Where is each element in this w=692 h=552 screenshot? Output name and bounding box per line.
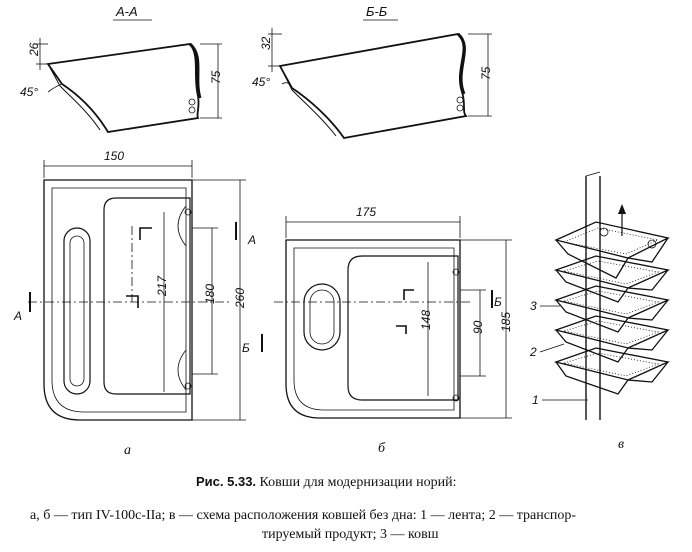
sublabel-b: б xyxy=(378,441,386,456)
cut-mark-a-left: А xyxy=(13,309,22,323)
section-bb-hatch xyxy=(456,32,466,95)
leader-line xyxy=(539,343,565,353)
angle-arc xyxy=(47,83,63,93)
view-a-rivet xyxy=(184,382,192,390)
view-v: 3 2 1 в xyxy=(529,171,671,452)
section-aa-bolt xyxy=(188,106,196,114)
caption-title-text: Ковши для модернизации норий: xyxy=(259,475,457,490)
view-a-slot xyxy=(63,227,91,395)
section-aa: А-А 26 75 45° xyxy=(20,4,223,133)
sublabel-v: в xyxy=(618,437,624,452)
view-a: 150 217 180 260 А А а xyxy=(13,149,256,458)
cut-mark-b-left: Б xyxy=(242,341,250,355)
cut-mark-a-right: А xyxy=(247,233,256,247)
dim-b-inner-h: 148 xyxy=(419,310,433,330)
section-aa-hatch xyxy=(188,42,202,99)
dim-bb-angle: 45° xyxy=(252,75,270,89)
bucket xyxy=(553,255,671,303)
section-aa-wall xyxy=(47,63,101,131)
corner-mark xyxy=(396,325,407,334)
view-b-slot-inner xyxy=(309,289,335,345)
caption-legend-line1: а, б — тип IV-100с-IIа; в — схема распол… xyxy=(30,508,577,523)
dim-a-height: 260 xyxy=(233,288,247,309)
cut-mark-b-right: Б xyxy=(494,295,502,309)
dim-bb-height: 75 xyxy=(479,66,493,80)
section-bb-bolt xyxy=(456,104,464,112)
view-b: 175 148 90 185 Б Б б xyxy=(242,205,513,456)
corner-mark xyxy=(403,289,414,300)
bucket xyxy=(553,347,671,395)
angle-arc xyxy=(281,82,293,89)
view-a-hole-top xyxy=(177,205,187,247)
corner-mark xyxy=(126,295,139,308)
view-a-rivet xyxy=(184,208,192,216)
caption-fig-number: Рис. 5.33. xyxy=(196,474,257,489)
callout-1: 1 xyxy=(532,393,539,407)
section-bb-wall xyxy=(279,65,337,137)
view-a-outer xyxy=(43,179,193,421)
dim-a-hole: 180 xyxy=(203,284,217,304)
dim-aa-top: 26 xyxy=(27,42,41,57)
dim-b-height: 185 xyxy=(499,312,513,332)
view-b-rivet xyxy=(452,268,460,276)
caption-title: Рис. 5.33. Ковши для модернизации норий: xyxy=(196,474,456,491)
dim-b-hole: 90 xyxy=(471,320,485,334)
sublabel-a: а xyxy=(124,443,131,458)
section-bb-profile xyxy=(278,33,468,139)
caption-legend-line2: тируемый продукт; 3 — ковш xyxy=(262,527,439,542)
dim-a-inner-h: 217 xyxy=(155,275,169,297)
view-a-opening xyxy=(103,197,191,395)
section-aa-profile xyxy=(46,43,200,133)
dim-bb-top: 32 xyxy=(259,36,273,50)
motion-arrow-head xyxy=(618,204,626,214)
dim-aa-angle: 45° xyxy=(20,85,38,99)
dim-a-width: 150 xyxy=(104,149,124,163)
view-b-outer xyxy=(285,239,461,419)
view-b-rivet xyxy=(452,394,460,402)
dim-aa-height: 75 xyxy=(209,70,223,84)
section-bb: Б-Б 32 75 45° xyxy=(252,4,493,139)
bucket xyxy=(553,285,671,333)
section-bb-label: Б-Б xyxy=(366,4,388,19)
section-aa-bolt xyxy=(188,98,196,106)
corner-mark xyxy=(139,227,152,240)
view-a-hole-bottom xyxy=(177,349,187,391)
callout-3: 3 xyxy=(530,299,537,313)
bucket-drawings: А-А 26 75 45° Б-Б 32 75 45° xyxy=(13,4,671,458)
view-a-inner-edge xyxy=(51,187,187,413)
belt-top xyxy=(585,171,601,177)
bucket xyxy=(553,315,671,363)
view-b-opening xyxy=(347,255,459,401)
bucket xyxy=(554,221,670,279)
view-b-inner-edge xyxy=(293,247,455,411)
view-b-slot xyxy=(303,283,341,351)
section-aa-label: А-А xyxy=(115,4,138,19)
section-bb-bolt xyxy=(456,96,464,104)
dim-b-width: 175 xyxy=(356,205,376,219)
callout-2: 2 xyxy=(529,345,537,359)
view-a-slot-inner xyxy=(69,235,85,387)
